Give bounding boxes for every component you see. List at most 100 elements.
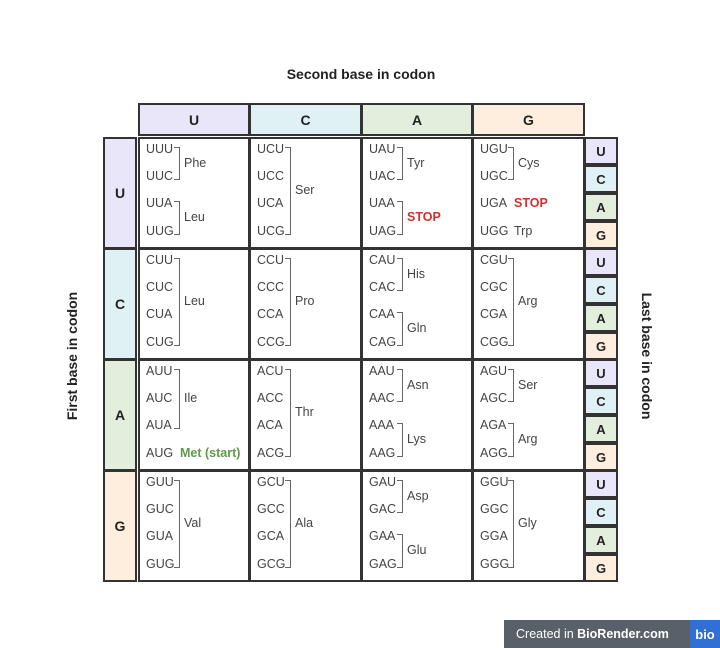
amino-acid-bracket (508, 258, 514, 346)
last-base-label-g: G (584, 221, 618, 249)
stop-label: STOP (407, 210, 441, 224)
amino-acid-bracket (285, 258, 291, 346)
second-base-header-c: C (249, 103, 362, 136)
codon-cell-gu (138, 470, 250, 582)
codon-ucu: UCU (257, 142, 285, 156)
amino-acid-bracket (508, 369, 514, 402)
codon-cuc: CUC (146, 280, 174, 294)
codon-gua: GUA (146, 529, 174, 543)
last-base-label-u: U (584, 248, 618, 276)
codon-uuc: UUC (146, 169, 174, 183)
codon-ccc: CCC (257, 280, 285, 294)
last-base-label-g: G (584, 554, 618, 582)
codon-guc: GUC (146, 502, 174, 516)
amino-acid-bracket (174, 147, 180, 180)
codon-cag: CAG (369, 335, 397, 349)
amino-acid-label: Cys (518, 155, 540, 170)
last-base-label-a: A (584, 415, 618, 443)
codon-gau: GAU (369, 475, 397, 489)
codon-cau: CAU (369, 253, 396, 267)
amino-acid-bracket (508, 423, 514, 457)
start-label: Met (start) (180, 446, 241, 460)
codon-ccu: CCU (257, 253, 285, 267)
amino-acid-label: Ser (518, 377, 538, 392)
codon-aca: ACA (257, 418, 283, 432)
codon-aau: AAU (369, 364, 395, 378)
amino-acid-label: Asn (407, 377, 429, 392)
codon-ggc: GGC (480, 502, 509, 516)
codon-uaa: UAA (369, 196, 395, 210)
last-base-label-c: C (584, 387, 618, 415)
codon-cell-gg (472, 470, 585, 582)
last-base-label-c: C (584, 276, 618, 304)
second-base-header-u: U (138, 103, 250, 136)
amino-acid-label: Gln (407, 321, 427, 335)
last-base-label-g: G (584, 443, 618, 471)
last-base-label-u: U (584, 470, 618, 498)
badge-prefix: Created in (516, 627, 578, 641)
codon-acc: ACC (257, 391, 284, 405)
first-base-header-g: G (103, 470, 137, 582)
codon-uga: UGA (480, 196, 508, 210)
codon-agu: AGU (480, 364, 508, 378)
first-base-header-a: A (103, 359, 137, 471)
biorender-badge[interactable]: Created in BioRender.com bio (504, 620, 720, 648)
amino-acid-bracket (397, 534, 403, 568)
codon-gcc: GCC (257, 502, 285, 516)
first-base-title: First base in codon (64, 291, 80, 421)
codon-cell-uc (249, 137, 362, 249)
codon-ugc: UGC (480, 169, 508, 183)
last-base-title: Last base in codon (639, 292, 655, 420)
codon-ugg: UGG (480, 224, 509, 238)
last-base-label-a: A (584, 304, 618, 332)
amino-acid-label: Phe (184, 155, 207, 170)
codon-cell-ag (472, 359, 585, 471)
codon-agg: AGG (480, 446, 508, 460)
amino-acid-bracket (397, 423, 403, 457)
codon-cga: CGA (480, 307, 508, 321)
amino-acid-bracket (508, 480, 514, 568)
amino-acid-bracket (397, 258, 403, 291)
codon-uag: UAG (369, 224, 397, 238)
codon-gcu: GCU (257, 475, 285, 489)
codon-acg: ACG (257, 446, 285, 460)
codon-cgg: CGG (480, 335, 509, 349)
codon-ucc: UCC (257, 169, 285, 183)
second-base-header-g: G (472, 103, 585, 136)
codon-cell-cg (472, 248, 585, 360)
codon-gug: GUG (146, 557, 175, 571)
amino-acid-bracket (174, 480, 180, 568)
amino-acid-label: Thr (295, 405, 314, 419)
codon-cuu: CUU (146, 253, 174, 267)
codon-gcg: GCG (257, 557, 286, 571)
badge-text: Created in BioRender.com (504, 627, 690, 641)
amino-acid-bracket (174, 258, 180, 346)
codon-gga: GGA (480, 529, 508, 543)
codon-uca: UCA (257, 196, 284, 210)
amino-acid-label: Gly (518, 516, 537, 530)
amino-acid-label: Tyr (407, 155, 425, 170)
codon-auc: AUC (146, 391, 173, 405)
amino-acid-label: Leu (184, 210, 205, 224)
codon-cac: CAC (369, 280, 396, 294)
last-base-label-a: A (584, 526, 618, 554)
codon-gac: GAC (369, 502, 397, 516)
amino-acid-bracket (508, 147, 514, 180)
amino-acid-label: Glu (407, 543, 427, 557)
codon-uac: UAC (369, 169, 396, 183)
last-base-label-a: A (584, 193, 618, 221)
amino-acid-bracket (397, 369, 403, 402)
codon-cell-ua (361, 137, 473, 249)
codon-caa: CAA (369, 307, 395, 321)
first-base-header-u: U (103, 137, 137, 249)
codon-agc: AGC (480, 391, 508, 405)
codon-ugu: UGU (480, 142, 508, 156)
amino-acid-bracket (397, 480, 403, 513)
amino-acid-label: Arg (518, 294, 538, 308)
last-base-label-c: C (584, 165, 618, 193)
codon-cua: CUA (146, 307, 173, 321)
amino-acid-bracket (397, 147, 403, 180)
codon-cca: CCA (257, 307, 284, 321)
last-base-label-g: G (584, 332, 618, 360)
